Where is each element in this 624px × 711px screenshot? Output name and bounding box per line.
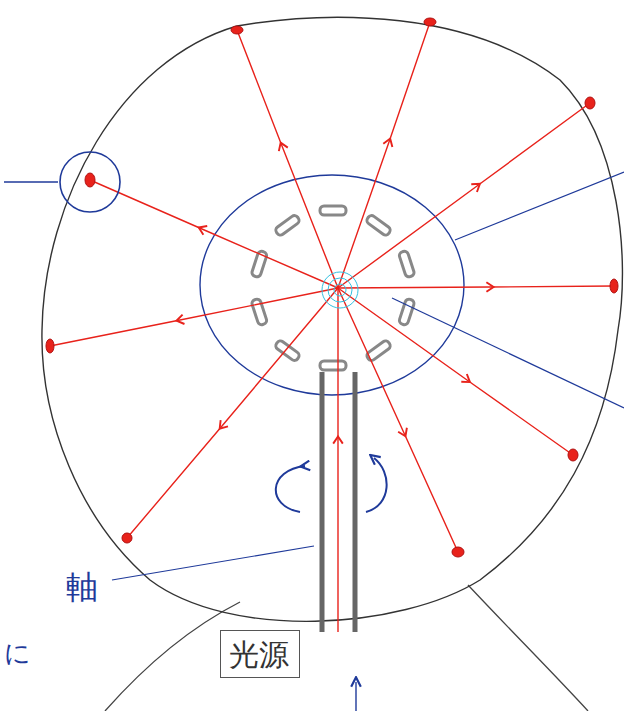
light-rays: [50, 22, 614, 632]
part-label: 軸: [66, 566, 98, 610]
leader-line: [4, 181, 58, 182]
outer-wheel: [42, 17, 623, 621]
leader-line: [392, 298, 624, 408]
leader-line: [112, 546, 314, 580]
note-text: に: [4, 636, 31, 671]
center-focus: [322, 272, 358, 308]
leader-line: [455, 172, 624, 240]
rotation-arrow: [366, 458, 387, 512]
node-label: 光源: [229, 637, 291, 673]
input-arrow: [355, 682, 356, 711]
shaft: [320, 372, 325, 632]
rotation-arrow: [276, 466, 305, 512]
shaft: [353, 372, 358, 632]
callout-ring: [60, 152, 120, 212]
rim-dots: [46, 18, 618, 557]
stand-outline: [468, 585, 588, 711]
light-source-box: 光源: [220, 630, 300, 678]
